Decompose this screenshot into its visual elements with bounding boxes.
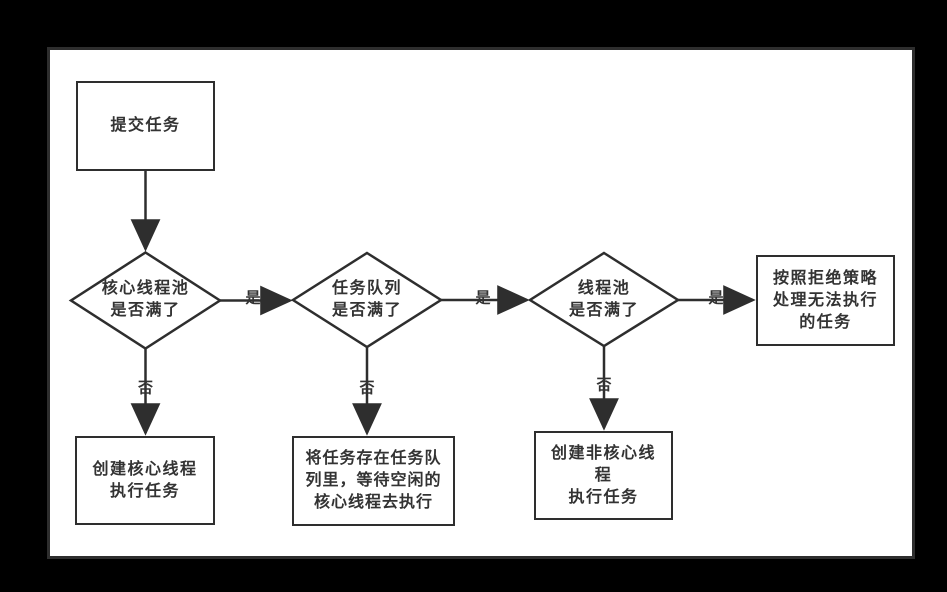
edge-label-no-pool: 否 [596,377,612,394]
edge-label-yes-queue: 是 [475,290,491,307]
edge-label-yes-pool: 是 [708,290,724,307]
edge-label-no-queue: 否 [359,380,375,397]
edge-label-yes-corepool: 是 [245,290,261,307]
node-create-core-thread-label: 创建核心线程 执行任务 [92,460,198,500]
node-create-noncore-thread: 创建非核心线 程 执行任务 [534,431,673,520]
connector-layer [68,168,756,436]
task-queue-diamond-shape [290,251,444,349]
node-create-noncore-thread-label: 创建非核心线 程 执行任务 [550,444,656,506]
node-thread-pool-full: 线程池 是否满了 [544,278,664,322]
node-submit-task: 提交任务 [76,81,215,171]
node-task-queue-full: 任务队列 是否满了 [307,278,427,322]
node-create-core-thread: 创建核心线程 执行任务 [75,436,215,525]
edge-label-no-corepool: 否 [137,380,154,397]
node-core-pool-full: 核心线程池 是否满了 [86,278,206,322]
core-pool-diamond-shape [68,251,223,350]
node-store-in-queue-label: 将任务存在任务队 列里，等待空闲的 核心线程去执行 [305,450,442,511]
thread-pool-diamond-shape [527,251,681,348]
node-task-queue-full-label: 任务队列 是否满了 [331,280,402,319]
node-thread-pool-full-label: 线程池 是否满了 [568,280,639,319]
flowchart-canvas: 提交任务 按照拒绝策略 处理无法执行 的任务 创建核心线程 执行任务 将任务存在… [47,47,915,559]
node-reject-policy-label: 按照拒绝策略 处理无法执行 的任务 [772,269,878,331]
node-reject-policy: 按照拒绝策略 处理无法执行 的任务 [756,255,895,346]
node-core-pool-full-label: 核心线程池 是否满了 [101,280,190,319]
node-store-in-queue: 将任务存在任务队 列里，等待空闲的 核心线程去执行 [292,436,455,526]
node-submit-task-label: 提交任务 [110,117,181,134]
